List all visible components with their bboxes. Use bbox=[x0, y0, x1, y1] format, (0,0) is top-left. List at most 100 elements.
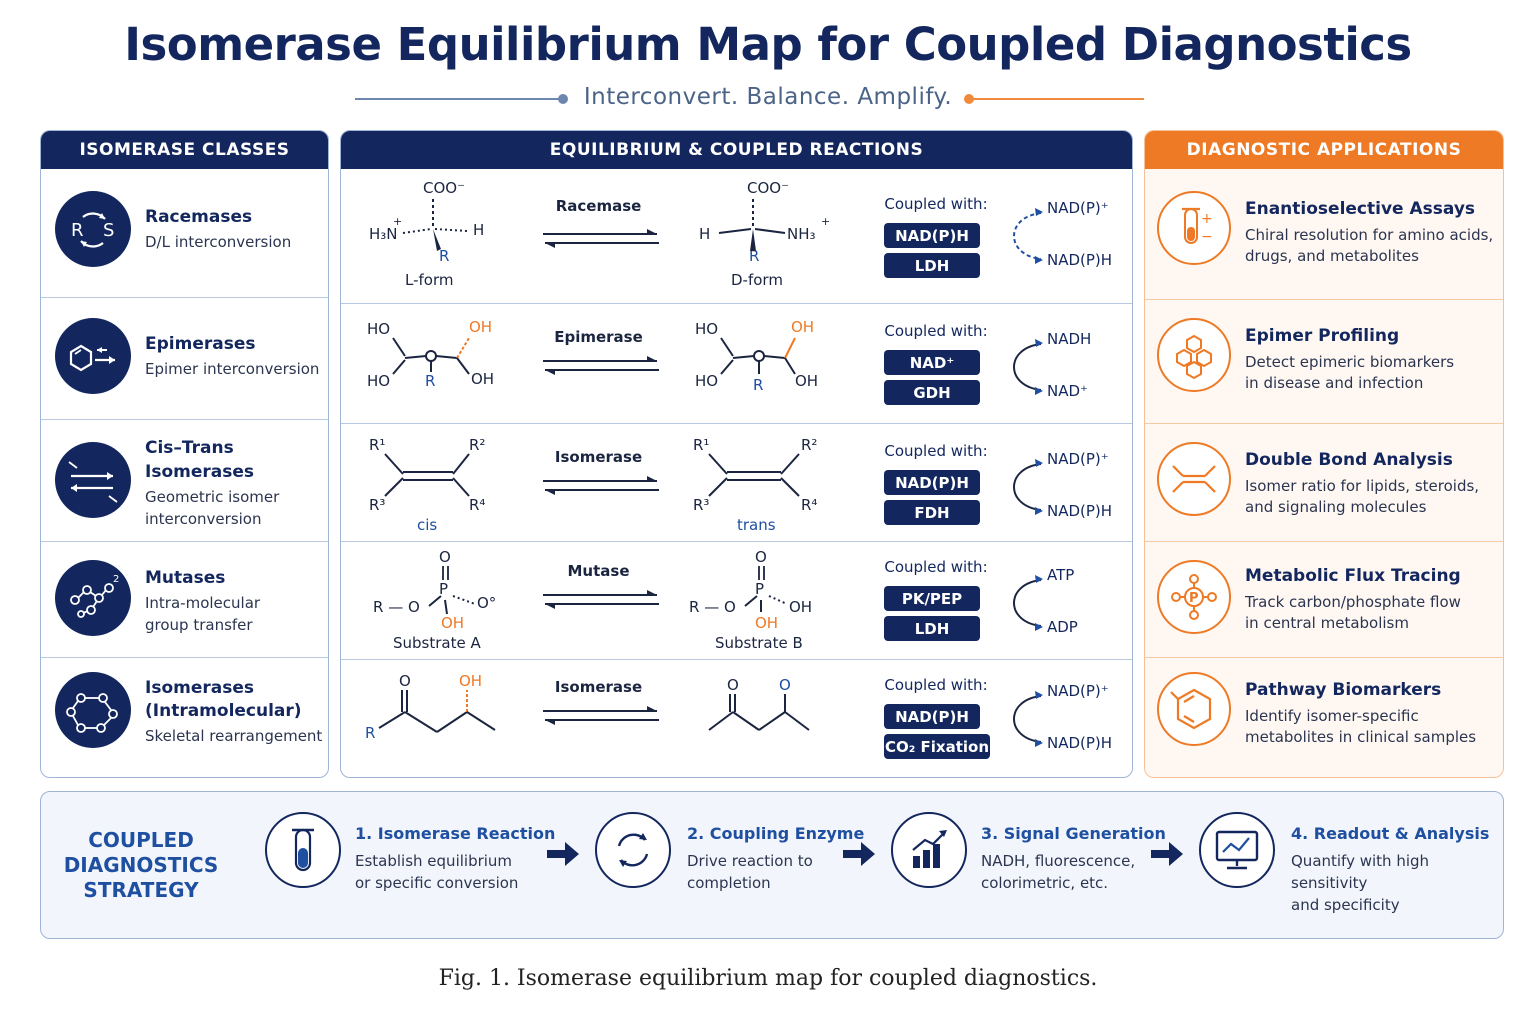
svg-text:−: − bbox=[1201, 229, 1213, 245]
coupling-pill: LDH bbox=[884, 616, 980, 641]
app-title: Double Bond Analysis bbox=[1245, 450, 1453, 470]
app-title: Enantioselective Assays bbox=[1245, 199, 1476, 219]
monitor-chart-icon bbox=[1199, 812, 1275, 888]
svg-text:P: P bbox=[1189, 591, 1199, 606]
subtitle-row: Interconvert. Balance. Amplify. bbox=[0, 82, 1536, 116]
app-desc-2: in disease and infection bbox=[1245, 374, 1424, 392]
app-desc: Isomer ratio for lipids, steroids, bbox=[1245, 477, 1480, 495]
isomerase-classes-heading: ISOMERASE CLASSES bbox=[41, 131, 328, 169]
app-title: Pathway Biomarkers bbox=[1245, 680, 1442, 700]
app-desc: Identify isomer-specific bbox=[1245, 707, 1419, 725]
coupled-label: Coupled with: bbox=[884, 676, 988, 694]
class-desc: Intra-molecular bbox=[145, 594, 261, 612]
coupling-pill: NAD(P)H bbox=[884, 470, 980, 495]
class-row-racemases: R S Racemases D/L interconversion bbox=[41, 169, 328, 297]
enzyme-label: Racemase bbox=[555, 197, 642, 215]
strategy-title: COUPLED DIAGNOSTICS STRATEGY bbox=[61, 828, 221, 903]
step-desc: Drive reaction to completion bbox=[687, 850, 897, 894]
figure-caption: Fig. 1. Isomerase equilibrium map for co… bbox=[438, 966, 1098, 991]
class-title-2: (Intramolecular) bbox=[145, 701, 302, 721]
reaction-row-cis-trans: R¹ R² R³ R⁴ cis Isomerase R¹ R² R³ bbox=[341, 423, 1132, 541]
isomerase-classes-panel: ISOMERASE CLASSES R S Racemases D/L inte… bbox=[40, 130, 329, 778]
step-desc-line: or specific conversion bbox=[355, 874, 519, 892]
coupling-pill: PK/PEP bbox=[884, 586, 980, 611]
test-tube-icon bbox=[265, 812, 341, 888]
class-desc-2: interconversion bbox=[145, 510, 262, 528]
substrate-b-molecule: O P R — O OH OH Substrate B bbox=[689, 548, 813, 652]
app-desc: Track carbon/phosphate flow bbox=[1245, 593, 1461, 611]
app-row-enantioselective: + − Enantioselective Assays Chiral resol… bbox=[1145, 169, 1503, 299]
equilibrium-arrows bbox=[543, 590, 659, 609]
class-row-cis-trans: Cis–Trans Isomerases Geometric isomer in… bbox=[41, 419, 328, 541]
arrow-right-icon bbox=[843, 842, 875, 866]
svg-text:R: R bbox=[71, 220, 84, 241]
reactions-panel: EQUILIBRIUM & COUPLED REACTIONS COO⁻ H₃N… bbox=[340, 130, 1133, 778]
equilibrium-arrows bbox=[543, 476, 659, 495]
cofactor-cycle: NADH NAD⁺ bbox=[1001, 330, 1131, 420]
app-row-pathway-biomarkers: Pathway Biomarkers Identify isomer-speci… bbox=[1145, 657, 1503, 777]
reaction-row-skeletal: O OH R Isomerase O O bbox=[341, 659, 1132, 777]
coupling-pill: NAD(P)H bbox=[884, 704, 980, 729]
cofactor-cycle: NAD(P)⁺ NAD(P)H bbox=[1001, 199, 1131, 289]
coupling-pill: NAD⁺ bbox=[884, 350, 980, 375]
svg-text:S: S bbox=[103, 220, 114, 241]
substrate-a-molecule: O P R — O O° OH Substrate A bbox=[373, 548, 497, 652]
class-row-mutases: 2 Mutases Intra-molecular group transfer bbox=[41, 541, 328, 657]
class-row-epimerases: Epimerases Epimer interconversion bbox=[41, 297, 328, 419]
coupled-label: Coupled with: bbox=[884, 195, 988, 213]
step-desc: NADH, fluorescence, colorimetric, etc. bbox=[981, 850, 1191, 894]
bar-chart-icon bbox=[891, 812, 967, 888]
test-tube-icon: + − bbox=[1157, 191, 1231, 265]
svg-text:2: 2 bbox=[113, 574, 119, 585]
cofactor-cycle: ATP ADP bbox=[1001, 566, 1131, 656]
svg-text:+: + bbox=[1201, 211, 1213, 227]
reactions-heading: EQUILIBRIUM & COUPLED REACTIONS bbox=[341, 131, 1132, 169]
double-bond-icon bbox=[1157, 442, 1231, 516]
trans-molecule: R¹ R² R³ R⁴ trans bbox=[693, 436, 818, 534]
class-desc: Geometric isomer bbox=[145, 488, 280, 506]
coupling-pill: NAD(P)H bbox=[884, 223, 980, 248]
epimer-left-molecule: HO OH HO R OH bbox=[367, 318, 495, 390]
step-desc: Establish equilibrium or specific conver… bbox=[355, 850, 565, 894]
diketo-right-molecule: O O bbox=[701, 670, 831, 770]
racemase-rs-icon: R S bbox=[55, 191, 131, 267]
coupled-label: Coupled with: bbox=[884, 558, 988, 576]
step-desc: Quantify with high sensitivity and speci… bbox=[1291, 850, 1501, 916]
coupled-label: Coupled with: bbox=[884, 322, 988, 340]
app-desc-2: in central metabolism bbox=[1245, 614, 1409, 632]
step-title: 3. Signal Generation bbox=[981, 824, 1166, 843]
equilibrium-arrows bbox=[543, 229, 659, 248]
app-desc: Chiral resolution for amino acids, bbox=[1245, 226, 1494, 244]
enzyme-label: Mutase bbox=[567, 562, 630, 580]
l-form-molecule: COO⁻ H₃N + H R L-form bbox=[369, 179, 485, 289]
enzyme-label: Isomerase bbox=[554, 448, 643, 466]
strategy-title-line: STRATEGY bbox=[83, 878, 199, 902]
coupled-diagnostics-strategy: COUPLED DIAGNOSTICS STRATEGY 1. Isomeras… bbox=[40, 791, 1504, 939]
class-title: Mutases bbox=[145, 568, 226, 588]
class-title: Isomerases bbox=[145, 678, 254, 698]
coupled-label: Coupled with: bbox=[884, 442, 988, 460]
subtitle-right-line bbox=[972, 98, 1144, 100]
applications-heading: DIAGNOSTIC APPLICATIONS bbox=[1145, 131, 1503, 169]
class-desc-2: group transfer bbox=[145, 616, 253, 634]
cofactor-cycle: NAD(P)⁺ NAD(P)H bbox=[1001, 682, 1131, 772]
app-desc-2: metabolites in clinical samples bbox=[1245, 728, 1477, 746]
step-desc-line: Quantify with high sensitivity bbox=[1291, 852, 1430, 892]
coupling-pill: GDH bbox=[884, 380, 980, 405]
class-desc: Epimer interconversion bbox=[145, 360, 320, 378]
page-title: Isomerase Equilibrium Map for Coupled Di… bbox=[124, 18, 1412, 71]
subtitle-left-line bbox=[355, 98, 563, 100]
cis-trans-arrows-icon bbox=[55, 442, 131, 518]
app-desc-2: and signaling molecules bbox=[1245, 498, 1427, 516]
reaction-row-mutase: O P R — O O° OH Substrate A Mutase O P R bbox=[341, 541, 1132, 659]
epimerase-ring-icon bbox=[55, 318, 131, 394]
strategy-title-line: DIAGNOSTICS bbox=[63, 853, 219, 877]
reaction-row-racemase: COO⁻ H₃N + H R L-form Racemase COO⁻ H NH… bbox=[341, 169, 1132, 303]
app-row-double-bond: Double Bond Analysis Isomer ratio for li… bbox=[1145, 423, 1503, 541]
class-title: Cis–Trans bbox=[145, 438, 234, 458]
applications-panel: DIAGNOSTIC APPLICATIONS + − Enantioselec… bbox=[1144, 130, 1504, 778]
cofactor-cycle: NAD(P)⁺ NAD(P)H bbox=[1001, 450, 1131, 540]
app-title: Epimer Profiling bbox=[1245, 326, 1400, 346]
benzene-ring-icon bbox=[1157, 672, 1231, 746]
subtitle-right-dot bbox=[964, 94, 974, 104]
